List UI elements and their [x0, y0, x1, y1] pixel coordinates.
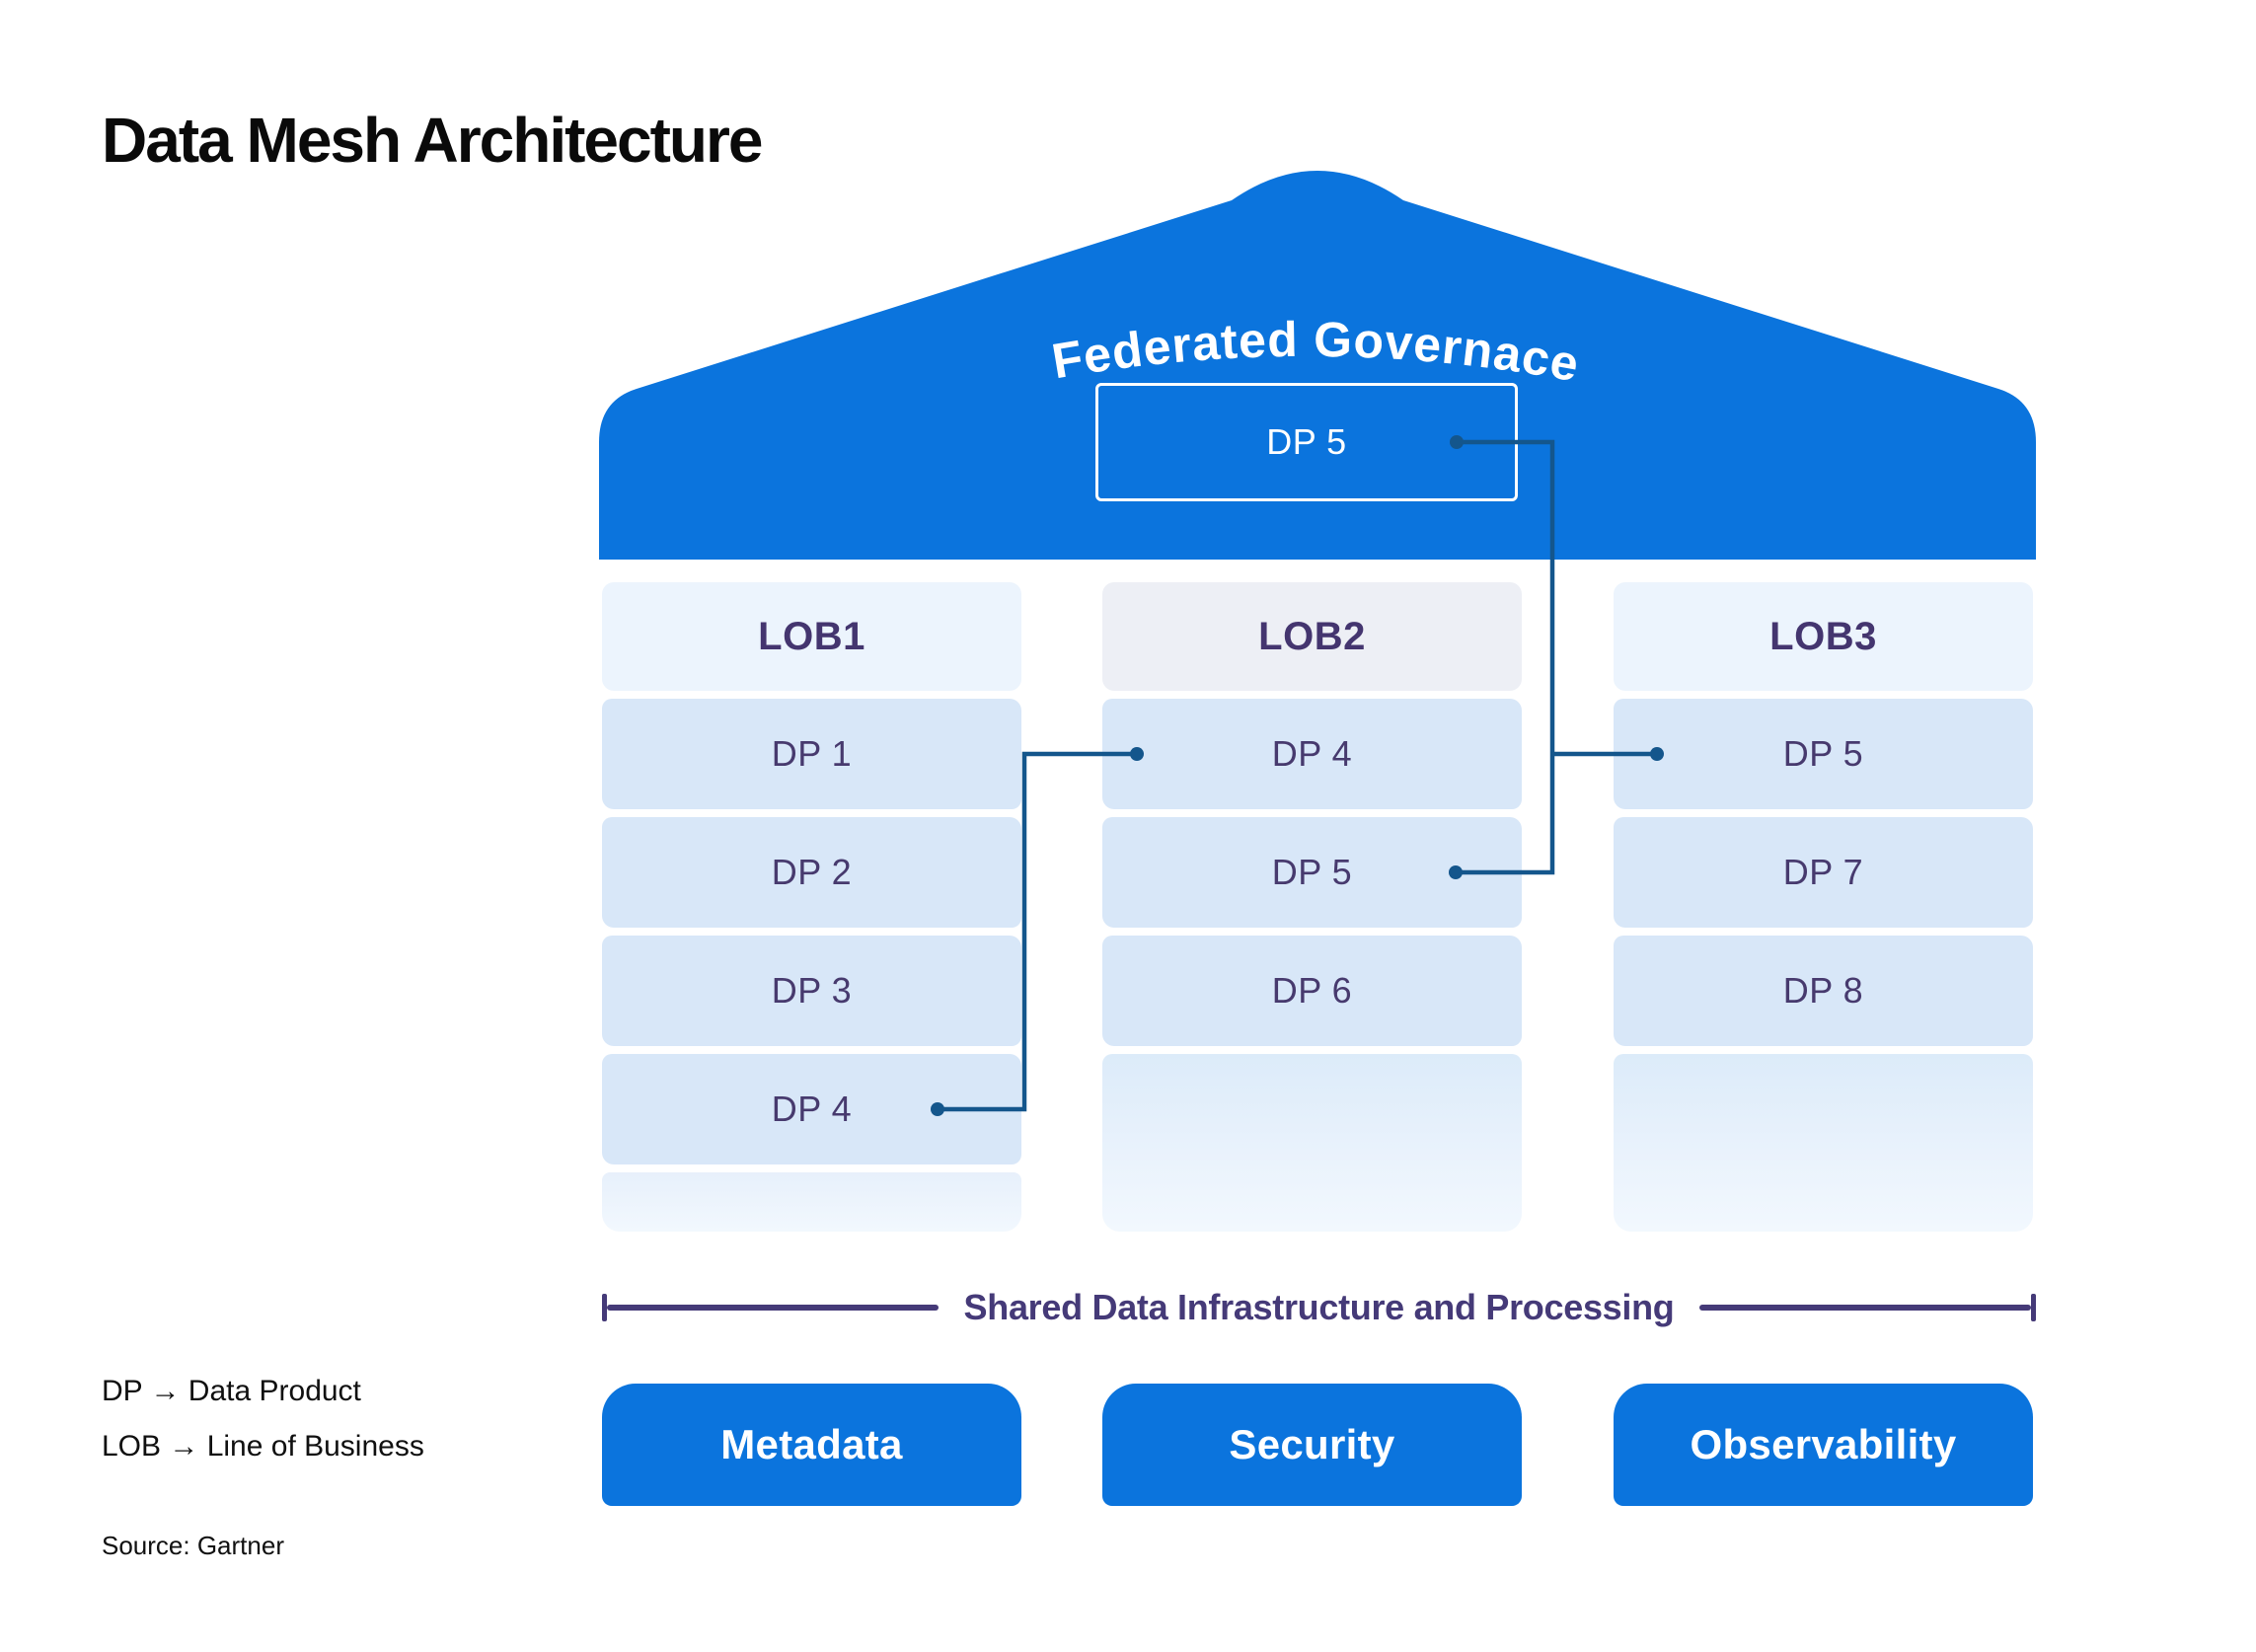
legend-dp: DP → Data Product [102, 1375, 361, 1407]
shared-infrastructure-bar: Shared Data Infrastructure and Processin… [602, 1282, 2037, 1333]
lob1-dp1-row: DP 1 [602, 699, 1021, 809]
bar-left-rule [607, 1305, 939, 1311]
source-attribution: Source: Gartner [102, 1531, 284, 1560]
lob1-dp4-row: DP 4 [602, 1054, 1021, 1164]
lob1-empty-row [602, 1172, 1021, 1232]
column-lob2-header: LOB2 [1102, 582, 1522, 691]
lob3-empty-row [1614, 1054, 2033, 1232]
pillar-observability: Observability [1614, 1384, 2033, 1506]
lob1-dp2-row: DP 2 [602, 817, 1021, 928]
lob2-empty-row [1102, 1054, 1522, 1232]
lob2-dp4-row: DP 4 [1102, 699, 1522, 809]
lob3-dp8-row: DP 8 [1614, 936, 2033, 1046]
shared-infrastructure-label: Shared Data Infrastructure and Processin… [963, 1287, 1675, 1327]
page-title: Data Mesh Architecture [102, 105, 763, 176]
governance-arc-text: Federated Governace [1048, 312, 1584, 393]
column-lob1-header: LOB1 [602, 582, 1021, 691]
lob3-dp7-row: DP 7 [1614, 817, 2033, 928]
bar-left-endcap [602, 1294, 607, 1321]
governance-dp-box: DP 5 [1095, 383, 1518, 501]
column-lob3-header: LOB3 [1614, 582, 2033, 691]
column-lob3: LOB3 DP 5 DP 7 DP 8 [1614, 582, 2033, 1232]
column-lob2: LOB2 DP 4 DP 5 DP 6 [1102, 582, 1522, 1232]
pillar-metadata: Metadata [602, 1384, 1021, 1506]
lob1-dp3-row: DP 3 [602, 936, 1021, 1046]
lob3-dp5-row: DP 5 [1614, 699, 2033, 809]
column-lob1: LOB1 DP 1 DP 2 DP 3 DP 4 [602, 582, 1021, 1232]
bar-right-rule [1699, 1305, 2032, 1311]
bar-right-endcap [2031, 1294, 2037, 1321]
legend: DP → Data Product LOB → Line of Business [102, 1364, 424, 1474]
legend-lob: LOB → Line of Business [102, 1430, 424, 1463]
pillar-security: Security [1102, 1384, 1522, 1506]
lob2-dp6-row: DP 6 [1102, 936, 1522, 1046]
lob2-dp5-row: DP 5 [1102, 817, 1522, 928]
governance-dp-label: DP 5 [1266, 421, 1347, 462]
